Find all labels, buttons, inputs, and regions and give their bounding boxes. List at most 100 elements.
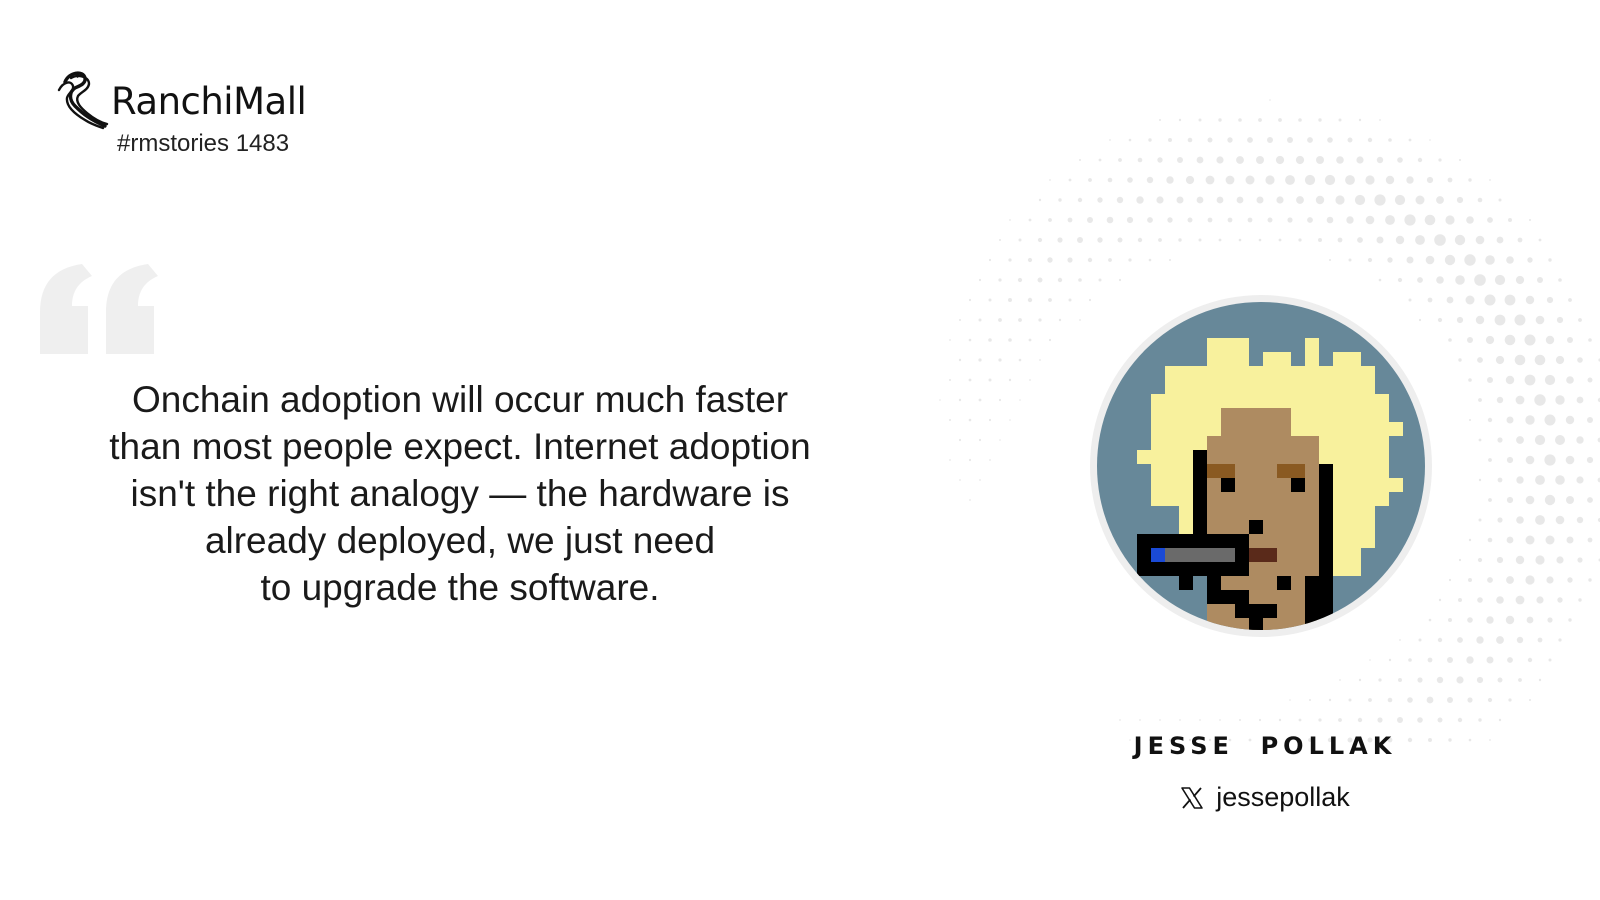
- halftone-dot: [1385, 175, 1395, 185]
- halftone-dot: [1597, 437, 1600, 443]
- halftone-dot: [1586, 456, 1594, 464]
- halftone-dot: [1506, 416, 1514, 424]
- avatar-pixel: [1235, 338, 1249, 352]
- avatar-pixel: [1221, 548, 1235, 562]
- avatar-pixel: [1151, 534, 1165, 548]
- quotation-mark-icon: [40, 264, 158, 354]
- halftone-dot: [1525, 295, 1535, 305]
- halftone-dot: [1116, 196, 1124, 204]
- halftone-dot: [1287, 137, 1293, 143]
- halftone-dot: [1544, 374, 1556, 386]
- avatar-pixel: [1319, 380, 1333, 394]
- halftone-dot: [1179, 719, 1181, 721]
- halftone-dot: [1309, 699, 1311, 701]
- halftone-dot: [1289, 699, 1291, 701]
- halftone-dot: [1028, 218, 1032, 222]
- avatar-pixel: [1249, 422, 1263, 436]
- halftone-dot: [1196, 156, 1204, 164]
- halftone-dot: [1505, 615, 1515, 625]
- halftone-dot: [958, 398, 962, 402]
- quote-line: already deployed, we just need: [204, 520, 716, 561]
- halftone-dot: [1434, 234, 1446, 246]
- halftone-dot: [1567, 337, 1573, 343]
- halftone-dot: [1477, 357, 1483, 363]
- avatar-pixel: [1207, 632, 1221, 638]
- avatar-pixel: [1333, 464, 1347, 478]
- avatar-pixel: [1333, 478, 1347, 492]
- halftone-dot: [1466, 656, 1474, 664]
- halftone-dot: [1498, 718, 1502, 722]
- halftone-dot: [1536, 596, 1544, 604]
- halftone-dot: [1459, 159, 1461, 161]
- halftone-dot: [1529, 699, 1531, 701]
- author-handle[interactable]: jessepollak: [1095, 782, 1435, 813]
- avatar-pixel: [1221, 590, 1235, 604]
- halftone-dot: [939, 399, 941, 401]
- avatar-pixel: [1305, 464, 1319, 478]
- halftone-dot: [1448, 338, 1452, 342]
- halftone-dot: [989, 459, 991, 461]
- halftone-dot: [949, 459, 951, 461]
- avatar-pixel: [1249, 408, 1263, 422]
- avatar-pixel: [1207, 590, 1221, 604]
- halftone-dot: [1137, 237, 1143, 243]
- halftone-dot: [1436, 276, 1444, 284]
- halftone-dot: [1216, 196, 1224, 204]
- avatar-pixel: [1319, 436, 1333, 450]
- halftone-dot: [1079, 159, 1081, 161]
- avatar-pixel: [1277, 576, 1291, 590]
- avatar-pixel: [1137, 534, 1151, 548]
- halftone-dot: [998, 398, 1002, 402]
- halftone-dot: [1535, 475, 1545, 485]
- avatar-pixel: [1249, 576, 1263, 590]
- halftone-dot: [998, 358, 1002, 362]
- avatar-pixel: [1361, 436, 1375, 450]
- halftone-dot: [968, 418, 972, 422]
- avatar-pixel: [1291, 604, 1305, 618]
- avatar-pixel: [1235, 492, 1249, 506]
- halftone-dot: [1535, 315, 1545, 325]
- halftone-dot: [1098, 158, 1102, 162]
- halftone-dot: [1127, 177, 1133, 183]
- halftone-dot: [1516, 516, 1524, 524]
- halftone-dot: [1565, 455, 1575, 465]
- halftone-dot: [1278, 118, 1282, 122]
- halftone-dot: [1468, 578, 1472, 582]
- halftone-dot: [1387, 737, 1393, 743]
- halftone-dot: [1527, 257, 1533, 263]
- halftone-dot: [1487, 697, 1493, 703]
- avatar-pixel: [1291, 534, 1305, 548]
- avatar-pixel: [1235, 436, 1249, 450]
- halftone-dot: [1149, 739, 1151, 741]
- halftone-dot: [1037, 237, 1043, 243]
- halftone-dot: [1488, 498, 1492, 502]
- halftone-dot: [1477, 557, 1483, 563]
- halftone-dot: [1576, 516, 1584, 524]
- halftone-dot: [1556, 316, 1564, 324]
- halftone-dot: [1555, 395, 1565, 405]
- avatar-pixel: [1375, 478, 1389, 492]
- halftone-dot: [1487, 217, 1493, 223]
- avatar-pixel: [1319, 366, 1333, 380]
- halftone-dot: [1458, 598, 1462, 602]
- halftone-dot: [1178, 238, 1182, 242]
- halftone-dot: [978, 398, 982, 402]
- avatar-pixel: [1305, 408, 1319, 422]
- halftone-dot: [1068, 178, 1072, 182]
- halftone-dot: [1524, 334, 1536, 346]
- halftone-dot: [988, 258, 992, 262]
- halftone-dot: [1009, 219, 1011, 221]
- avatar-pixel: [1277, 366, 1291, 380]
- avatar-pixel: [1305, 352, 1319, 366]
- halftone-dot: [1288, 738, 1292, 742]
- avatar-pixel: [1263, 380, 1277, 394]
- avatar-pixel: [1347, 548, 1361, 562]
- avatar-pixel: [1179, 506, 1193, 520]
- avatar-pixel: [1375, 436, 1389, 450]
- avatar-pixel: [1151, 450, 1165, 464]
- avatar-pixel: [1179, 380, 1193, 394]
- halftone-dot: [1119, 719, 1121, 721]
- halftone-dot: [1108, 258, 1112, 262]
- halftone-dot: [1537, 637, 1543, 643]
- avatar-pixel: [1291, 506, 1305, 520]
